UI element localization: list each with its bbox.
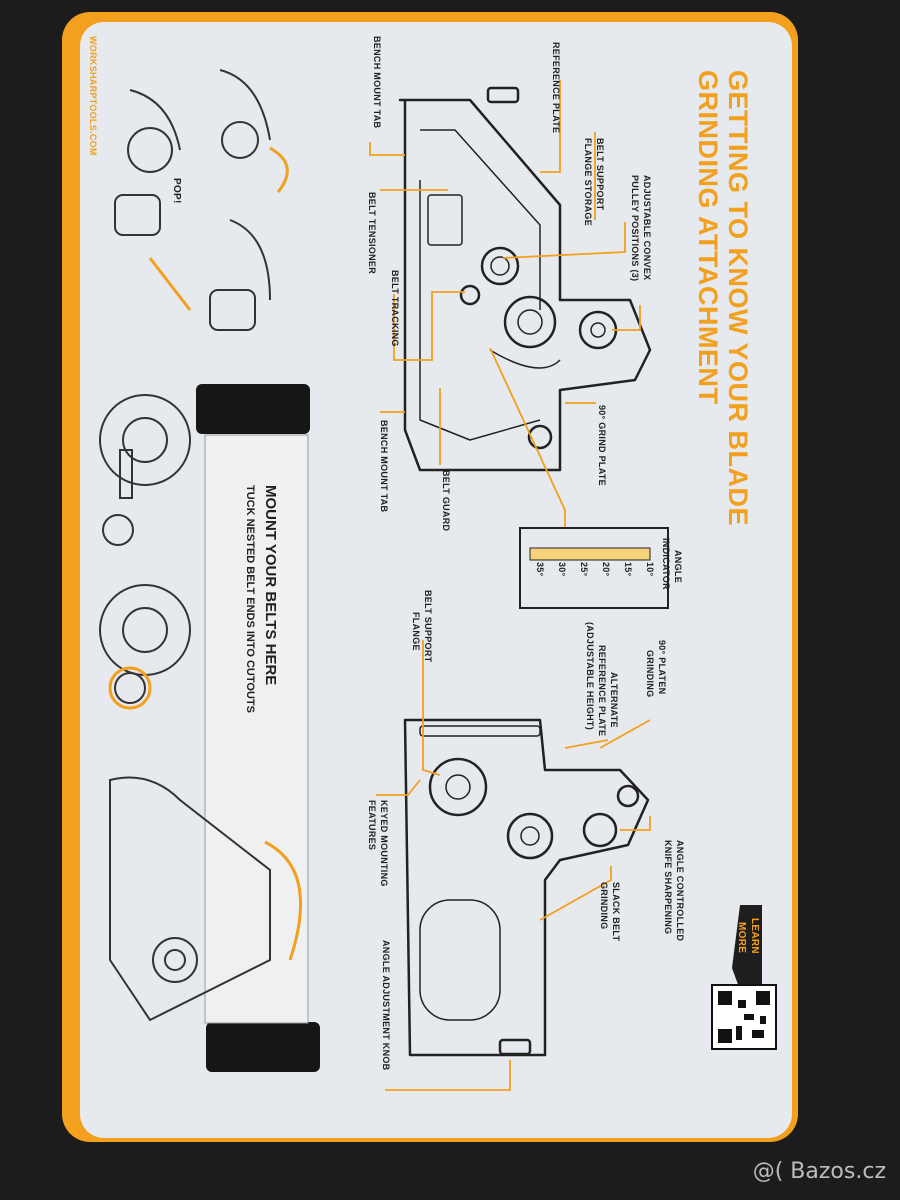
- label-alt-ref-2: REFERENCE PLATE: [597, 645, 607, 737]
- title-line-2: GRINDING ATTACHMENT: [693, 70, 723, 405]
- angle-tick-label: 30°: [557, 562, 567, 577]
- label-belt-tracking: BELT TRACKING: [390, 270, 400, 347]
- angle-indicator: [519, 527, 669, 609]
- website-text: WORKSHARPTOOLS.COM: [88, 36, 98, 156]
- angle-tick-label: 25°: [579, 562, 589, 577]
- label-bench-mount-tab-bottom: BENCH MOUNT TAB: [379, 420, 389, 513]
- qr-code: [711, 984, 777, 1050]
- bazos-watermark: @( Bazos.cz: [752, 1159, 886, 1184]
- label-angle-knife-2: KNIFE SHARPENING: [663, 840, 673, 935]
- label-reference-plate: REFERENCE PLATE: [551, 42, 561, 134]
- label-belt-tensioner: BELT TENSIONER: [367, 192, 377, 275]
- learn-more-line-2: MORE: [736, 922, 747, 954]
- label-belt-support-storage-2: FLANGE STORAGE: [583, 138, 593, 227]
- label-alt-ref-1: ALTERNATE: [609, 672, 619, 728]
- learn-more-line-1: LEARN: [749, 918, 760, 954]
- label-belt-guard: BELT GUARD: [441, 470, 451, 532]
- leader-lines-bottom: [376, 640, 651, 1091]
- label-bench-mount-tab-top: BENCH MOUNT TAB: [372, 36, 382, 129]
- label-convex-2: PULLEY POSITIONS (3): [630, 175, 640, 282]
- label-alt-ref-3: (ADJUSTABLE HEIGHT): [585, 622, 595, 731]
- orange-arrows: [108, 146, 303, 961]
- angle-indicator-title-1: ANGLE: [673, 550, 683, 583]
- title-line-1: GETTING TO KNOW YOUR BLADE: [723, 70, 753, 527]
- label-flange-1: BELT SUPPORT: [423, 590, 433, 663]
- angle-tick-label: 15°: [623, 562, 633, 577]
- leader-lines-top: [369, 80, 641, 528]
- label-angle-adjustment-knob: ANGLE ADJUSTMENT KNOB: [381, 940, 391, 1071]
- mount-belts-subtitle: TUCK NESTED BELT ENDS INTO CUTOUTS: [244, 485, 256, 713]
- belt-cutout-top: [196, 384, 310, 434]
- mount-belts-title: MOUNT YOUR BELTS HERE: [262, 485, 279, 686]
- learn-more-badge: [732, 905, 762, 990]
- bottom-attachment-diagram: [403, 718, 650, 1057]
- label-platen-2: GRINDING: [645, 650, 655, 698]
- label-slack-1: SLACK BELT: [611, 882, 621, 942]
- label-keyed-2: FEATURES: [367, 800, 377, 851]
- label-convex-1: ADJUSTABLE CONVEX: [642, 175, 652, 281]
- angle-tick-label: 20°: [601, 562, 611, 577]
- left-illustrations: [99, 69, 271, 1022]
- label-angle-knife-1: ANGLE CONTROLLED: [675, 840, 685, 942]
- angle-tick-label: 35°: [535, 562, 545, 577]
- angle-tick-label: 10°: [645, 562, 655, 577]
- pop-label: POP!: [171, 178, 182, 204]
- label-slack-2: GRINDING: [599, 882, 609, 930]
- label-platen-1: 90° PLATEN: [657, 640, 667, 695]
- label-belt-support-storage-1: BELT SUPPORT: [595, 138, 605, 211]
- top-attachment-diagram: [398, 86, 652, 472]
- mount-belts-panel: [204, 434, 309, 1024]
- label-grind-plate: 90° GRIND PLATE: [597, 405, 607, 486]
- angle-indicator-title-2: INDICATOR: [661, 538, 671, 590]
- label-flange-2: FLANGE: [411, 612, 421, 651]
- belt-cutout-bottom: [206, 1022, 320, 1072]
- label-keyed-1: KEYED MOUNTING: [379, 800, 389, 887]
